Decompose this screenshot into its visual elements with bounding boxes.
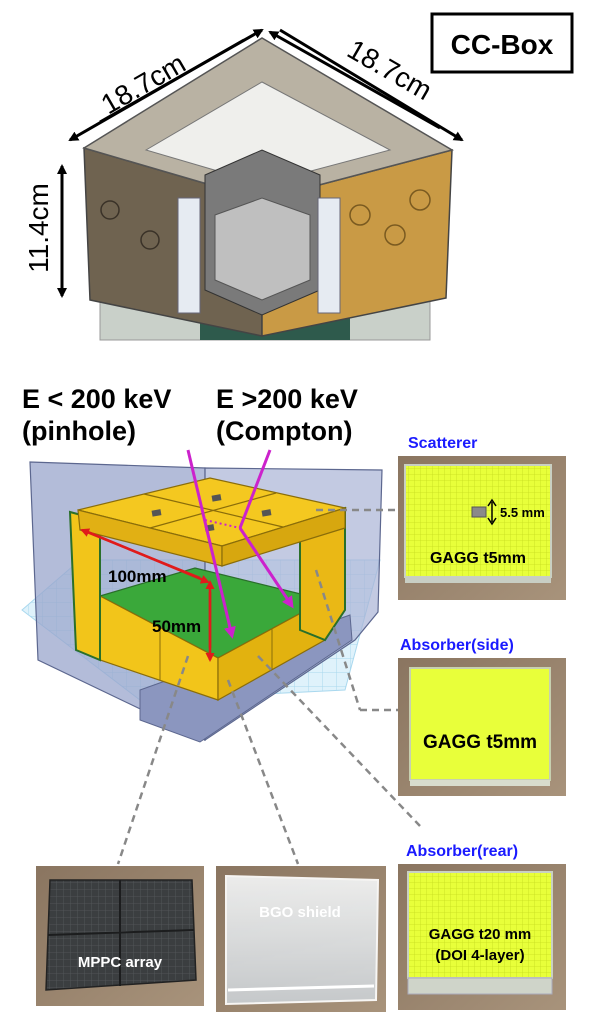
compton-gamma-arrow	[238, 449, 272, 529]
absorber-rear-material-line2: (DOI 4-layer)	[435, 947, 524, 964]
absorber-rear-material-line1: GAGG t20 mm	[429, 926, 532, 943]
distance-50mm: 50mm	[152, 617, 201, 636]
detector-model	[21, 449, 383, 743]
cc-box-render	[82, 37, 454, 341]
distance-100mm: 100mm	[108, 567, 167, 586]
mppc-photo	[36, 866, 204, 1006]
energy-high-line1: E >200 keV	[216, 384, 358, 414]
absorber-rear-photo	[398, 864, 566, 1010]
connector-lines	[116, 508, 421, 865]
energy-high-line2: (Compton)	[216, 416, 352, 446]
title-box-text: CC-Box	[451, 29, 554, 60]
dimension-arrows	[57, 28, 464, 298]
scatterer-size-note: 5.5 mm	[500, 505, 545, 520]
energy-low-line1: E < 200 keV	[22, 384, 171, 414]
absorber-side-material: GAGG t5mm	[423, 732, 537, 753]
height-label: 11.4cm	[23, 183, 54, 273]
energy-low-line2: (pinhole)	[22, 416, 136, 446]
bgo-label: BGO shield	[259, 904, 341, 921]
absorber-side-photo	[398, 658, 566, 796]
title-box	[430, 12, 574, 74]
scatterer-label: Scatterer	[408, 435, 477, 452]
pinhole-gamma-arrow	[186, 449, 236, 639]
scatterer-material: GAGG t5mm	[430, 550, 526, 567]
mppc-label: MPPC array	[78, 954, 163, 971]
absorber-rear-label: Absorber(rear)	[406, 843, 518, 860]
scatterer-photo	[398, 456, 566, 600]
absorber-side-label: Absorber(side)	[400, 637, 514, 654]
bgo-photo	[216, 866, 386, 1012]
